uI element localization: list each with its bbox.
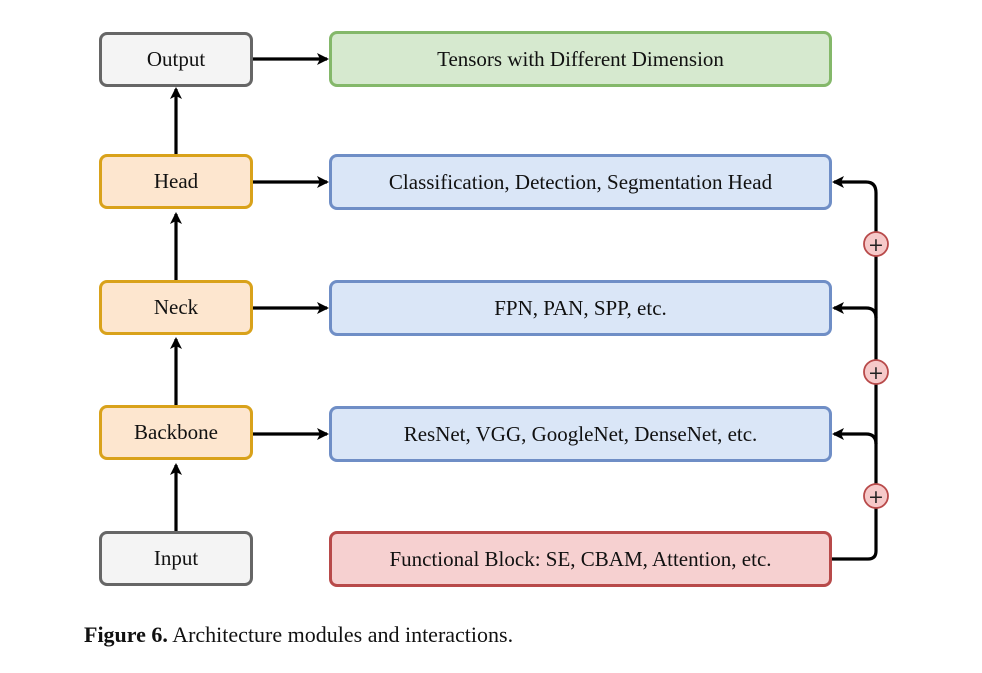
figure-caption-text: Architecture modules and interactions. [167,622,514,647]
output-description-box: Tensors with Different Dimension [329,31,832,87]
input-label: Input [153,546,199,570]
plus-symbol: + [868,486,884,508]
plus-icon: + [863,359,889,385]
plus-icon: + [863,231,889,257]
output-box: Output [99,32,253,87]
backbone-box: Backbone [99,405,253,460]
figure-label: Figure 6. [84,622,168,647]
neck-box: Neck [99,280,253,335]
plus-symbol: + [868,234,884,256]
backbone-label: Backbone [134,420,218,444]
output-description: Tensors with Different Dimension [437,46,724,71]
functional-block-box: Functional Block: SE, CBAM, Attention, e… [329,531,832,587]
neck-label: Neck [153,295,199,319]
head-description: Classification, Detection, Segmentation … [388,169,773,194]
plus-symbol: + [868,362,884,384]
backbone-description-box: ResNet, VGG, GoogleNet, DenseNet, etc. [329,406,832,462]
input-box: Input [99,531,253,586]
functional-block-description: Functional Block: SE, CBAM, Attention, e… [389,546,772,571]
head-label: Head [153,169,199,193]
arrow-feedback-to-backbone [832,428,878,445]
arrow-feedback-to-neck [832,302,878,319]
neck-description-box: FPN, PAN, SPP, etc. [329,280,832,336]
plus-icon: + [863,483,889,509]
figure-caption: Figure 6. Architecture modules and inter… [84,622,513,648]
backbone-description: ResNet, VGG, GoogleNet, DenseNet, etc. [403,421,758,446]
output-label: Output [146,47,206,71]
neck-description: FPN, PAN, SPP, etc. [494,295,667,320]
head-box: Head [99,154,253,209]
head-description-box: Classification, Detection, Segmentation … [329,154,832,210]
